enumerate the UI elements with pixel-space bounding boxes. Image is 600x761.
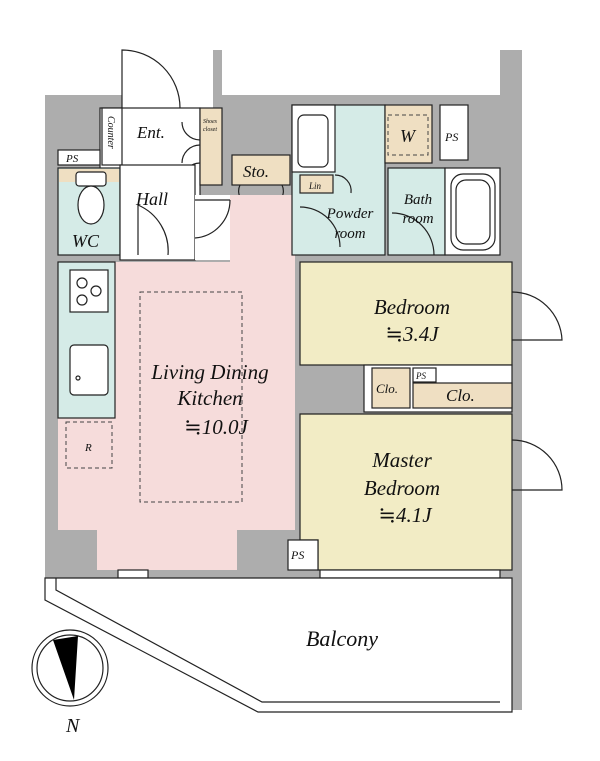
master-bedroom-window-door[interactable] bbox=[511, 439, 563, 491]
bedroom-size: ≒3.4J bbox=[385, 322, 440, 346]
master-bedroom-label-2: Bedroom bbox=[364, 476, 440, 500]
balcony-label: Balcony bbox=[306, 626, 378, 651]
shoes-closet-label: Shoes bbox=[203, 119, 218, 125]
washer-outline bbox=[387, 114, 429, 156]
closet-2 bbox=[412, 382, 513, 409]
master-bedroom: Master Bedroom ≒4.1J bbox=[299, 413, 563, 579]
bath-room: Bath room bbox=[387, 167, 501, 256]
ps-left-label: PS bbox=[65, 153, 79, 165]
entrance-label: Ent. bbox=[136, 123, 165, 142]
master-bedroom-label: Master bbox=[371, 448, 432, 472]
balcony: Balcony bbox=[44, 577, 513, 713]
closet-1 bbox=[371, 367, 411, 409]
ps-bottom-label: PS bbox=[290, 548, 304, 562]
ps-mid-label: PS bbox=[415, 371, 426, 381]
stove bbox=[69, 269, 109, 313]
ps-bottom bbox=[287, 539, 319, 571]
counter bbox=[101, 107, 123, 166]
bath-room-label: Bath bbox=[404, 192, 432, 208]
washbasin bbox=[297, 114, 329, 168]
bedroom: Bedroom ≒3.4J bbox=[299, 261, 563, 366]
bedroom-label: Bedroom bbox=[374, 295, 450, 319]
closet-1-label: Clo. bbox=[376, 381, 398, 396]
shoes-closet: Shoes closet bbox=[181, 107, 223, 186]
hall-label: Hall bbox=[135, 189, 168, 209]
closet-2-label: Clo. bbox=[446, 386, 475, 405]
dining-table-outline bbox=[139, 291, 243, 503]
living-dining-kitchen: R Living Dining Kitchen ≒10.0J bbox=[57, 195, 295, 626]
ps-left bbox=[57, 149, 101, 166]
refrigerator-space bbox=[65, 421, 113, 469]
storage bbox=[231, 154, 291, 186]
powder-room-label-2: room bbox=[334, 226, 365, 242]
wc-label: WC bbox=[72, 231, 100, 251]
ldk-label-2: Kitchen bbox=[176, 386, 242, 410]
powder-room-label: Powder bbox=[326, 206, 374, 222]
bath-room-label-2: room bbox=[402, 211, 433, 227]
storage-label: Sto. bbox=[243, 162, 269, 181]
counter-label: Counter bbox=[105, 116, 116, 149]
shoes-closet-label-2: closet bbox=[203, 127, 217, 133]
bedroom-window-door[interactable] bbox=[511, 291, 563, 341]
bathtub bbox=[450, 173, 496, 251]
wc-room: WC bbox=[57, 167, 121, 256]
sink bbox=[69, 344, 109, 396]
powder-room: Lin Powder room bbox=[291, 104, 386, 256]
hall-door[interactable] bbox=[194, 199, 231, 239]
ps-mid bbox=[412, 367, 437, 383]
hall: Hall bbox=[119, 164, 196, 261]
compass-north-label: N bbox=[65, 715, 81, 737]
master-bedroom-size: ≒4.1J bbox=[378, 503, 433, 527]
refrigerator-label: R bbox=[84, 442, 92, 454]
linen-closet bbox=[299, 174, 334, 194]
ps-top-right-label: PS bbox=[444, 130, 458, 144]
linen-label: Lin bbox=[308, 181, 322, 191]
compass-icon: N bbox=[31, 629, 109, 737]
ps-top-right bbox=[439, 104, 469, 161]
ldk-label: Living Dining bbox=[150, 360, 268, 384]
ldk-size: ≒10.0J bbox=[184, 415, 249, 439]
entrance-door[interactable] bbox=[121, 49, 213, 109]
washer-label: W bbox=[400, 126, 417, 146]
